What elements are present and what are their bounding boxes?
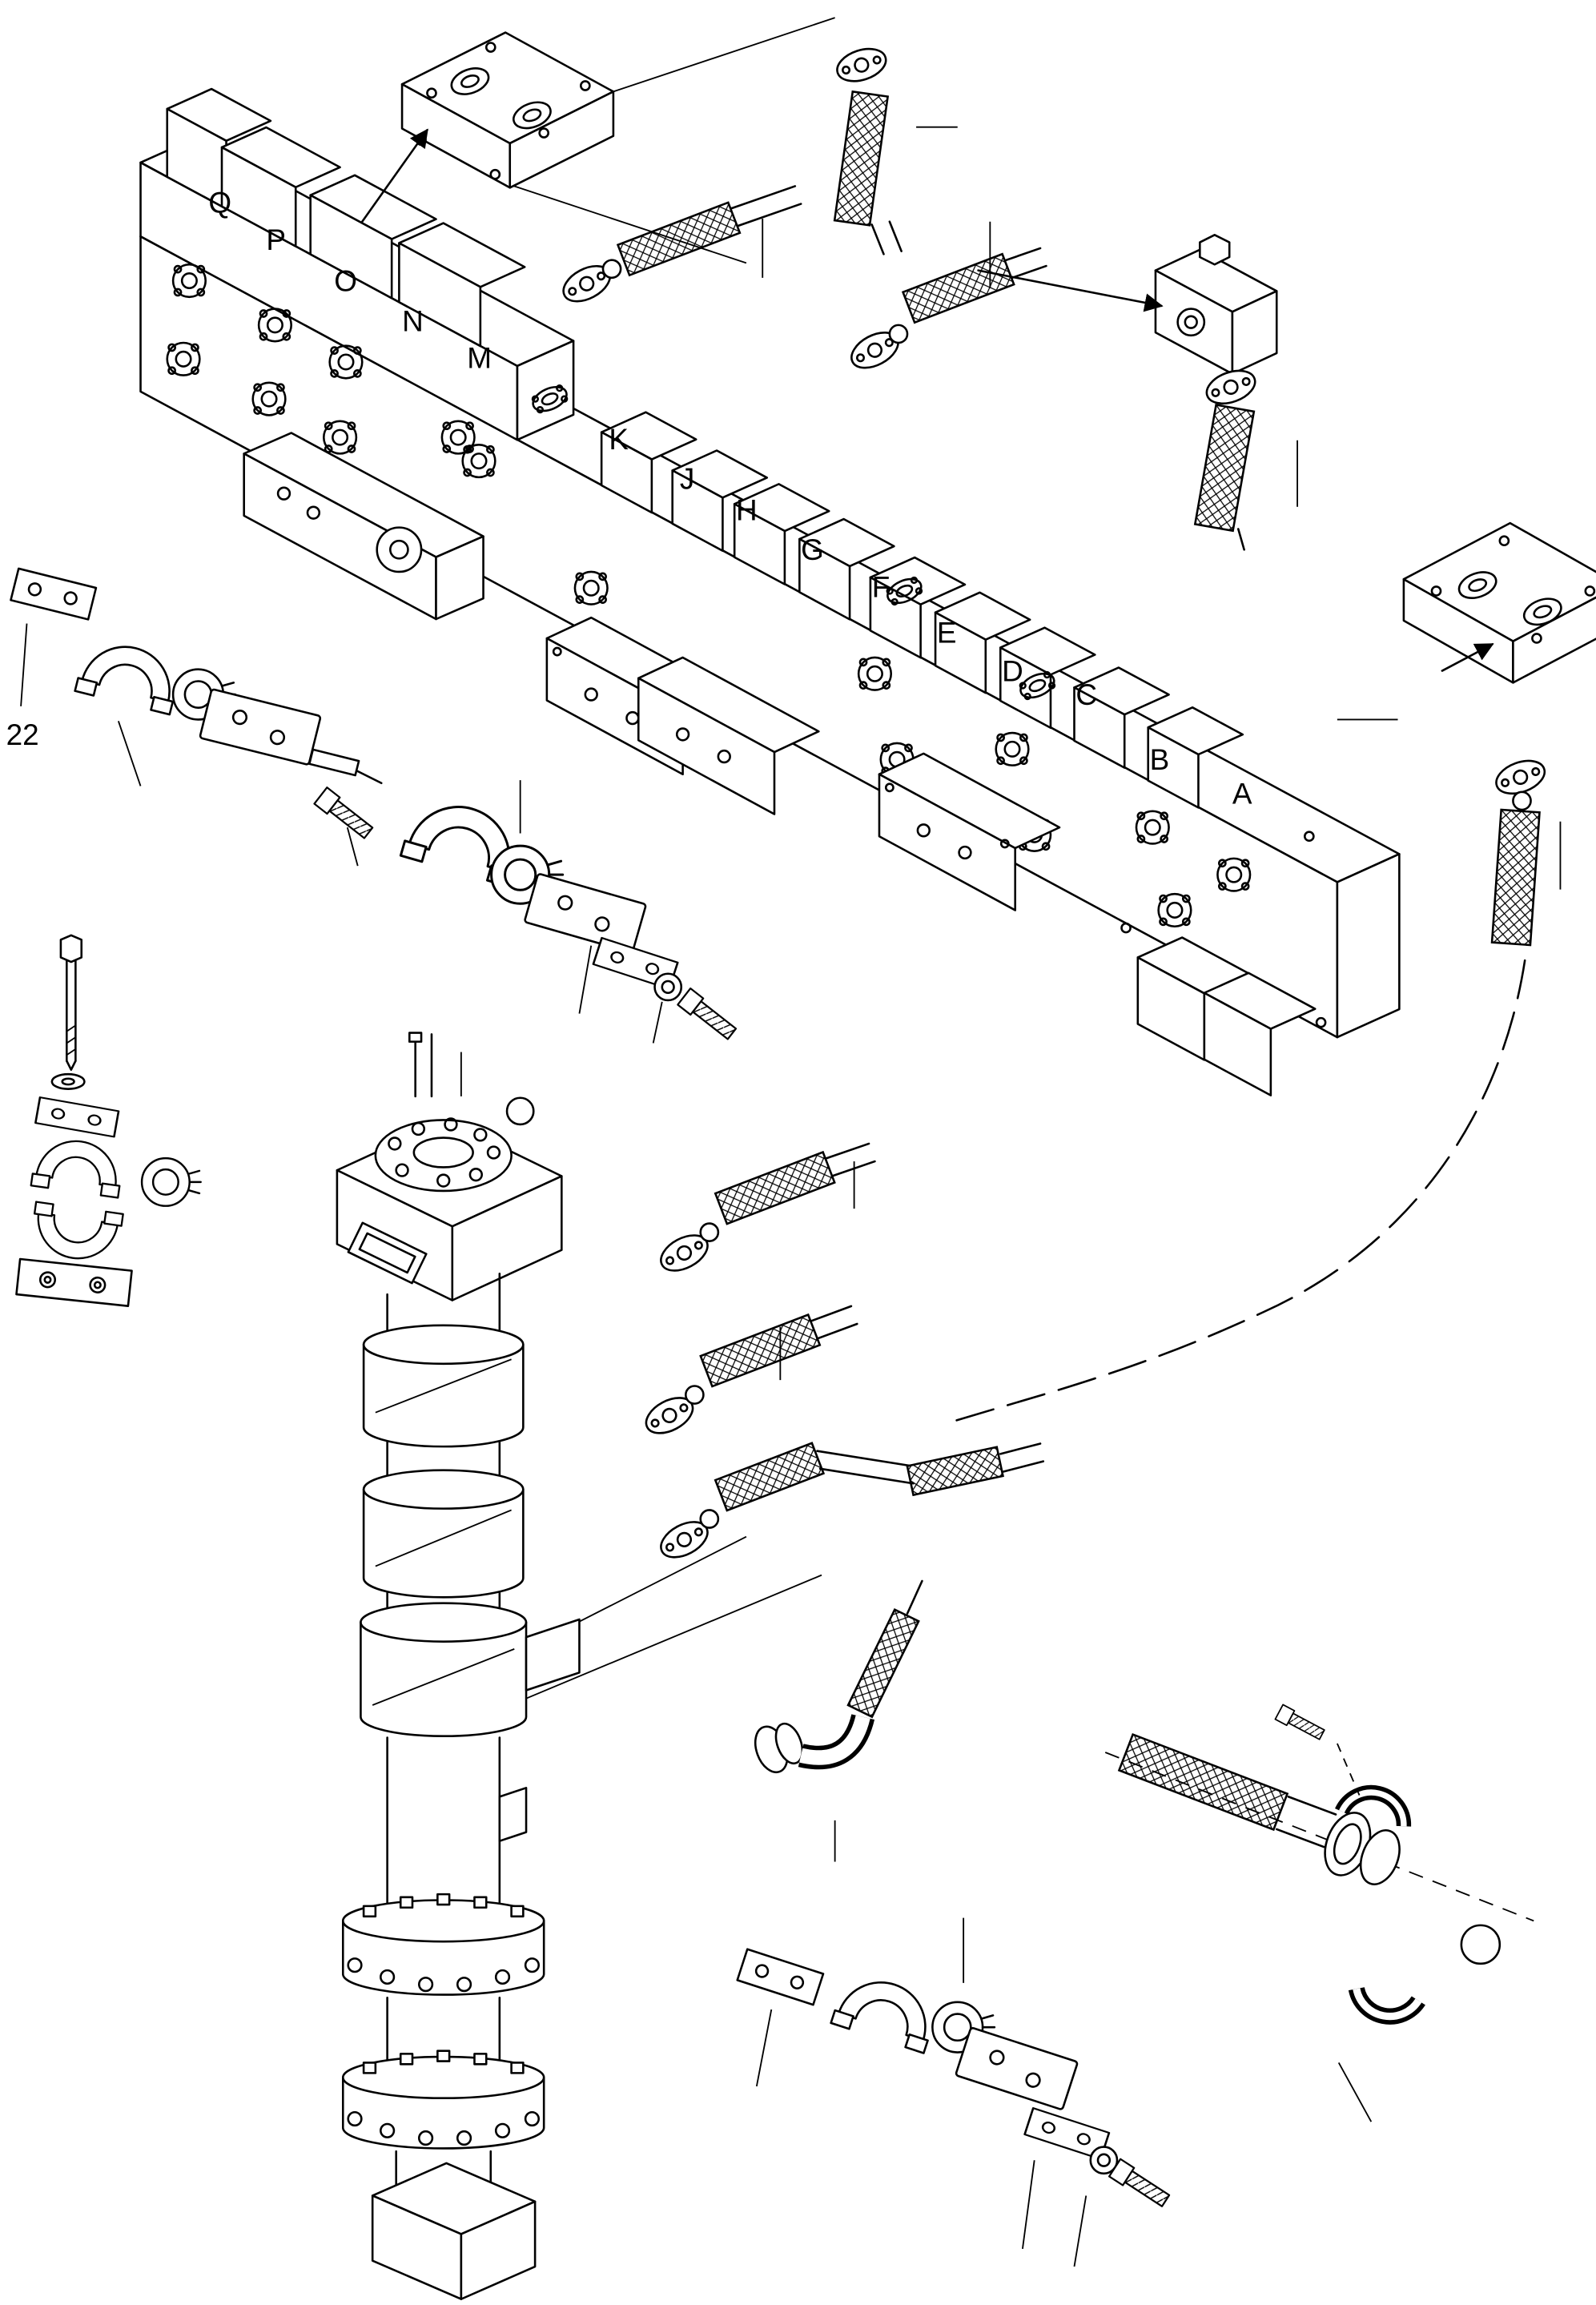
- part-label-m: M: [467, 341, 492, 374]
- hose-mid-2: [639, 1305, 858, 1442]
- part-label-b: B: [1150, 743, 1170, 776]
- cylinder-flange-joint-2: [341, 2050, 545, 2150]
- hose-top-3: [844, 247, 1047, 376]
- hose-top-1: [832, 42, 903, 255]
- hose-top-2: [557, 185, 802, 310]
- hardware-column-far-left: [15, 934, 202, 1307]
- pointer-arrow-aux-block: [360, 128, 428, 223]
- part-label-f: F: [872, 570, 890, 603]
- part-label-d: D: [1002, 654, 1023, 687]
- part-label-n: N: [402, 304, 424, 337]
- manifold-lower-block-3: [878, 752, 1061, 911]
- hose-coupling-assembly-right: [1104, 1704, 1534, 2025]
- o-ring: [1460, 1924, 1502, 1965]
- valve-cube-right: [977, 234, 1278, 551]
- clamp-assembly-bottom: [736, 1948, 1172, 2210]
- part-label-j: J: [680, 463, 694, 496]
- manifold-lower-block-2: [637, 656, 820, 815]
- pointer-arrow-valve-cube: [977, 269, 1164, 312]
- aux-manifold-plate-top-left: [360, 31, 615, 223]
- part-labels: Q P O N M K J H G F E D C B A 22: [6, 187, 1252, 811]
- cylinder-column: [336, 1032, 581, 2300]
- main-manifold-block: [139, 87, 1401, 1096]
- elbow-fitting: [754, 1579, 923, 1774]
- part-label-k: K: [609, 423, 629, 456]
- cylinder-flange-joint-1: [341, 1893, 545, 1996]
- aux-manifold-plate-right: [1402, 521, 1596, 947]
- part-label-h: H: [736, 493, 758, 526]
- hose-mid-3: [653, 1442, 1045, 1566]
- part-label-e: E: [937, 617, 957, 650]
- clamp-assembly-left: [10, 567, 383, 843]
- part-label-c: C: [1075, 678, 1097, 711]
- part-label-a: A: [1232, 778, 1252, 811]
- coupling-screw: [1274, 1704, 1327, 1744]
- dashed-hose-routing-line: [951, 959, 1526, 1423]
- part-label-o: O: [334, 264, 357, 297]
- part-label-p: P: [266, 223, 286, 256]
- ref-number-22: 22: [6, 718, 39, 751]
- hose-mid-1: [653, 1142, 876, 1279]
- part-label-q: Q: [208, 187, 231, 219]
- clamp-assembly-mid-left: [399, 792, 740, 1044]
- manifold-end-cubes: [1136, 936, 1317, 1096]
- pointer-arrow-right-plate: [1441, 643, 1494, 672]
- part-label-g: G: [801, 533, 824, 566]
- manifold-side-block-left: [243, 432, 484, 621]
